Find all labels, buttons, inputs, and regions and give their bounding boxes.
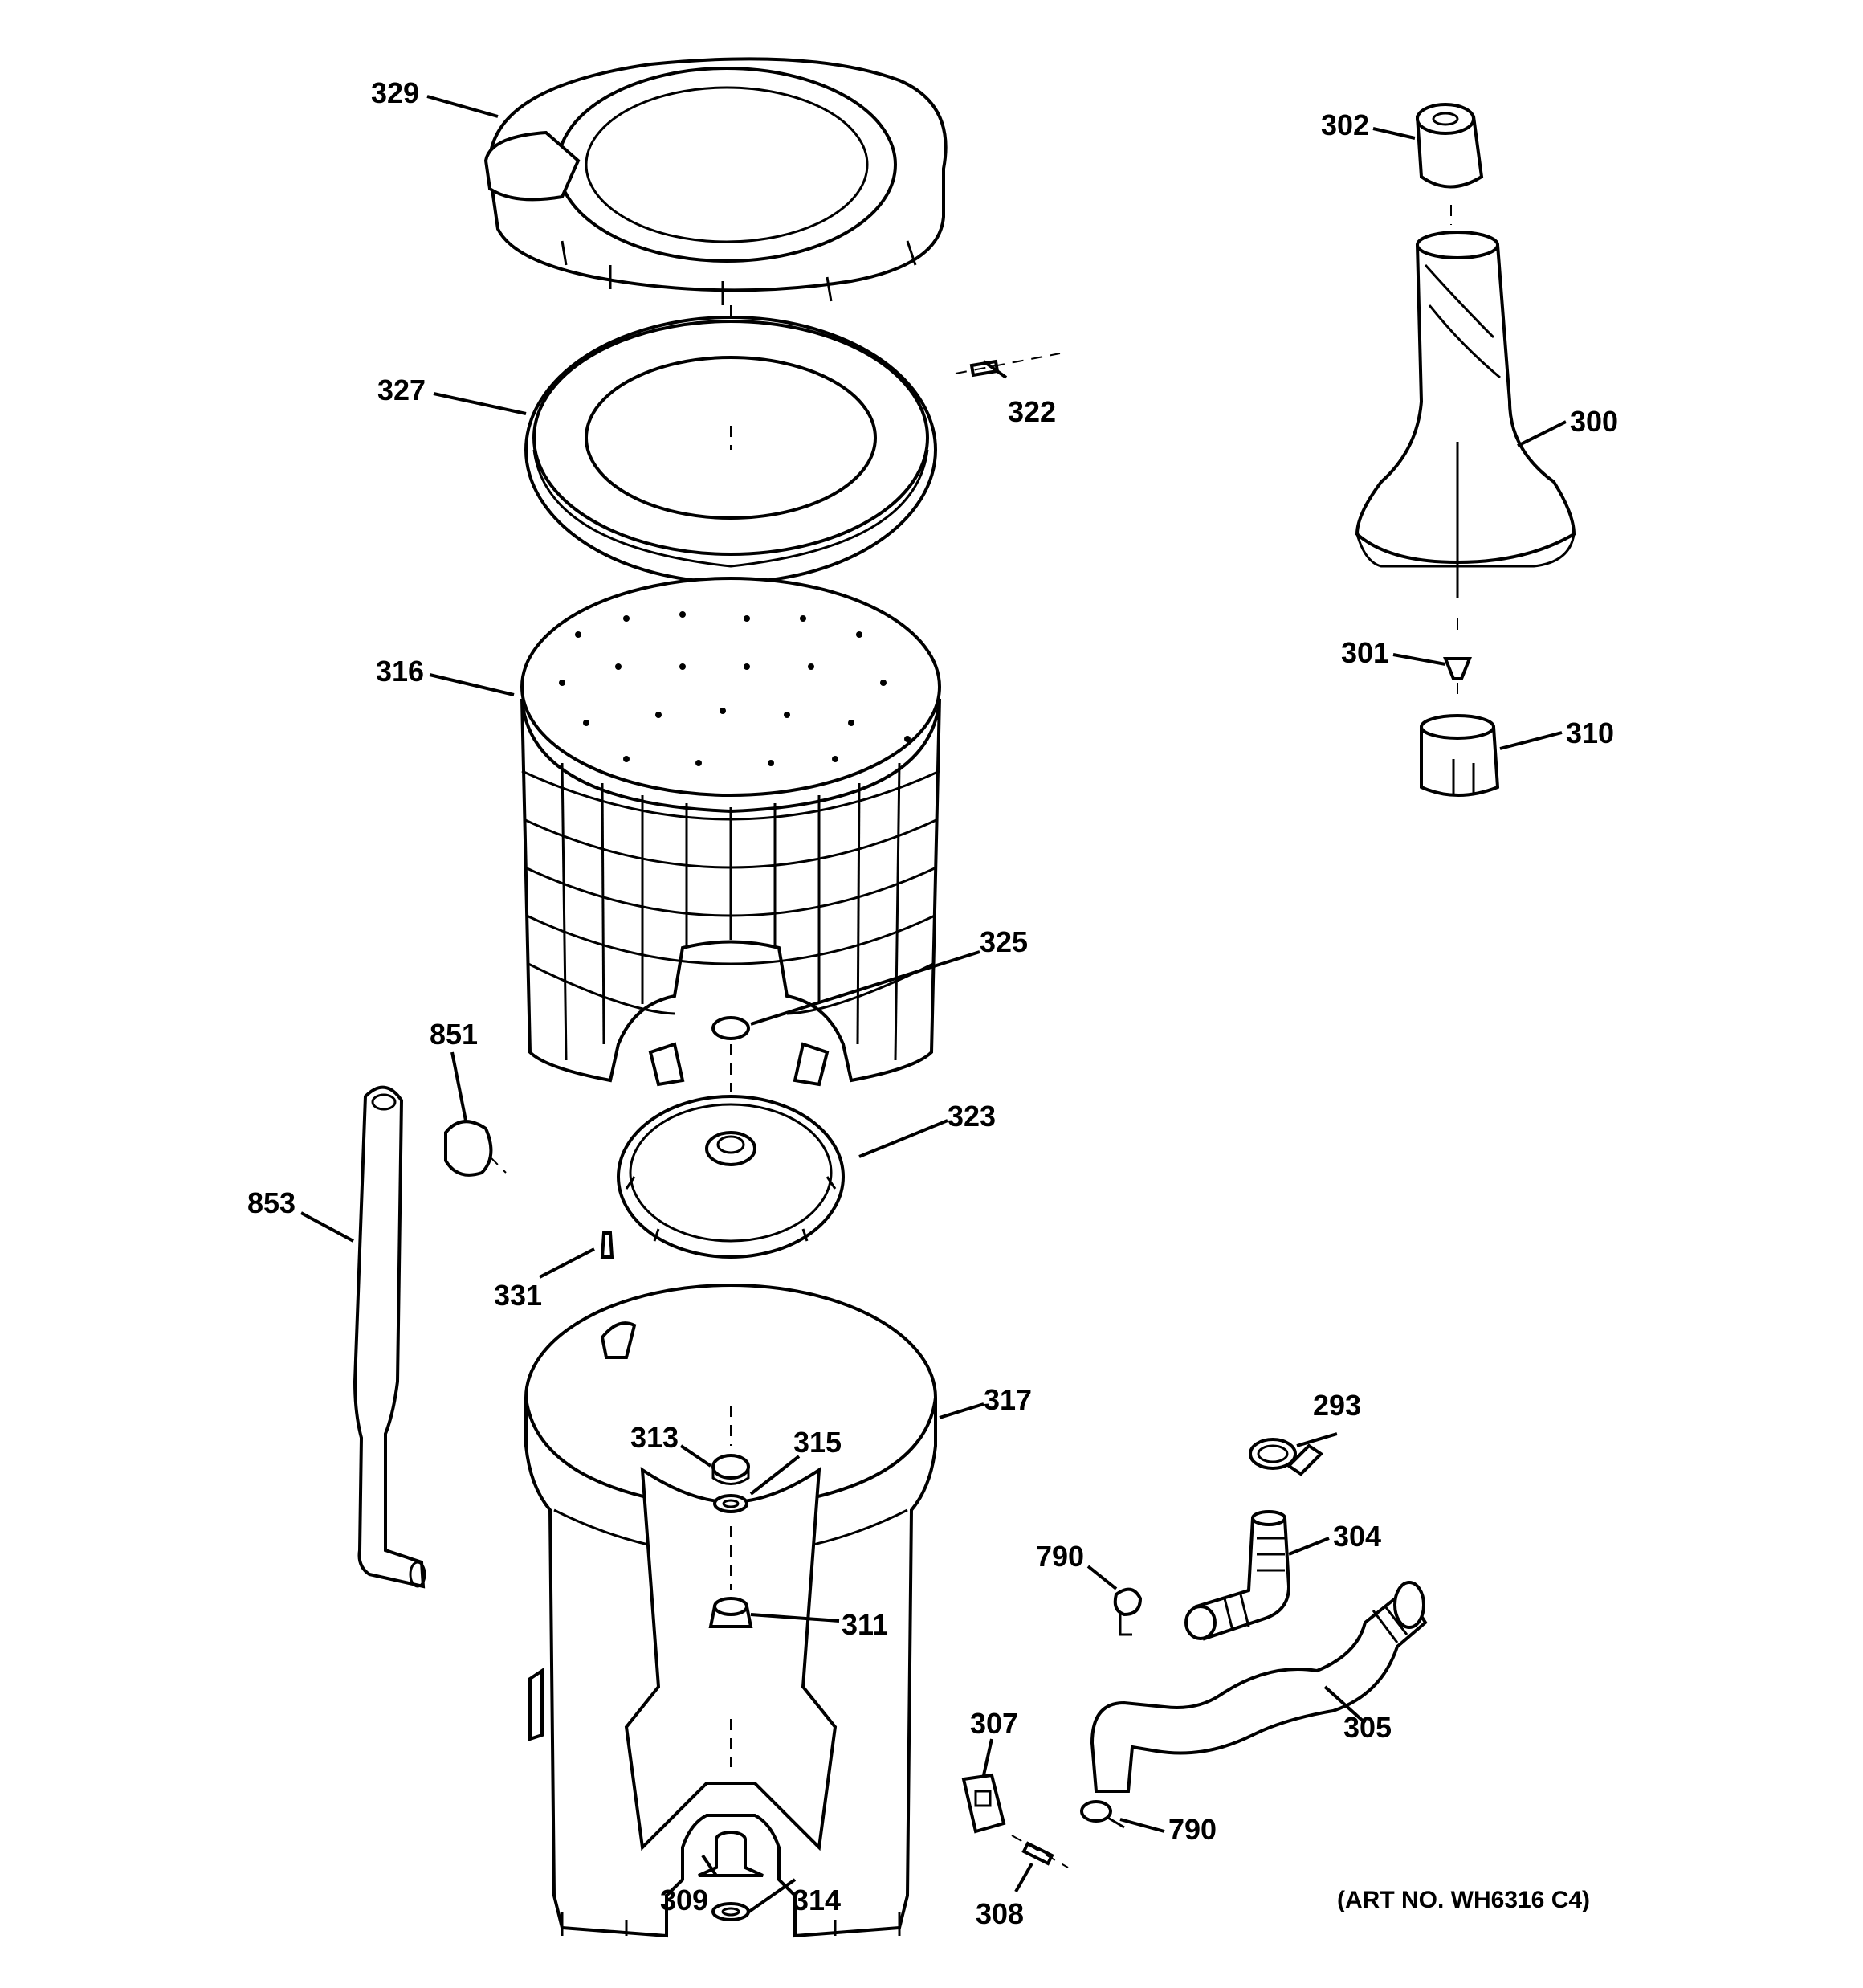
label-293: 293	[1313, 1389, 1361, 1422]
label-322: 322	[1008, 395, 1056, 428]
label-310: 310	[1566, 716, 1614, 749]
label-309: 309	[660, 1884, 708, 1917]
screw-308-drawing	[1011, 1835, 1069, 1868]
balance-ring-drawing	[524, 316, 937, 584]
label-790-upper: 790	[1036, 1540, 1084, 1573]
label-307: 307	[970, 1707, 1018, 1740]
nut-325-drawing	[711, 1016, 750, 1092]
leader-lines	[300, 95, 1567, 1915]
tub-cover-drawing	[483, 57, 948, 321]
label-314: 314	[793, 1884, 841, 1917]
label-302: 302	[1321, 108, 1369, 141]
pressure-hose-drawing	[353, 1085, 426, 1589]
screw-322-drawing	[955, 353, 1061, 378]
label-329: 329	[371, 76, 419, 109]
art-number: (ART NO. WH6316 C4)	[1337, 1887, 1590, 1913]
label-305: 305	[1343, 1711, 1392, 1744]
washer-314-drawing	[711, 1902, 750, 1921]
wash-basket-drawing	[520, 577, 941, 1087]
label-853: 853	[247, 1186, 296, 1219]
seal-313-drawing	[711, 1454, 750, 1485]
hose-305-drawing	[1090, 1581, 1428, 1793]
pressure-dome-drawing	[444, 1120, 507, 1177]
washer-315-drawing	[713, 1494, 748, 1513]
part-labels: 329 327 322 316 325 851 853 323 331 317 …	[247, 76, 1618, 1930]
agitator-cap-drawing	[1415, 103, 1484, 225]
label-331: 331	[494, 1279, 542, 1312]
label-300: 300	[1570, 405, 1618, 438]
label-851: 851	[430, 1018, 478, 1051]
label-790-lower: 790	[1168, 1813, 1217, 1846]
basket-hub-drawing	[617, 1095, 845, 1259]
label-323: 323	[948, 1100, 996, 1133]
label-317: 317	[984, 1383, 1032, 1416]
label-308: 308	[976, 1897, 1024, 1930]
label-311: 311	[842, 1608, 888, 1641]
nut-311-drawing	[708, 1597, 753, 1628]
clamp-790a-drawing	[1113, 1587, 1143, 1636]
coupling-drawing	[1420, 714, 1500, 797]
label-313: 313	[630, 1421, 679, 1454]
bearing-309-drawing	[698, 1831, 764, 1877]
label-325: 325	[980, 925, 1028, 958]
label-327: 327	[377, 374, 426, 406]
label-301: 301	[1341, 636, 1389, 669]
hose-clamp-293-drawing	[1249, 1438, 1324, 1476]
drain-hose-drawing	[1184, 1510, 1291, 1641]
bracket-drawing	[961, 1773, 1006, 1834]
agitator-drawing	[1355, 231, 1576, 635]
bolt-301-drawing	[1443, 657, 1472, 699]
outer-tub-drawing	[524, 1284, 937, 1938]
screw-331-drawing	[600, 1231, 614, 1259]
label-304: 304	[1333, 1520, 1381, 1553]
clamp-790b-drawing	[1080, 1800, 1125, 1829]
label-316: 316	[376, 655, 424, 688]
label-315: 315	[793, 1426, 842, 1459]
